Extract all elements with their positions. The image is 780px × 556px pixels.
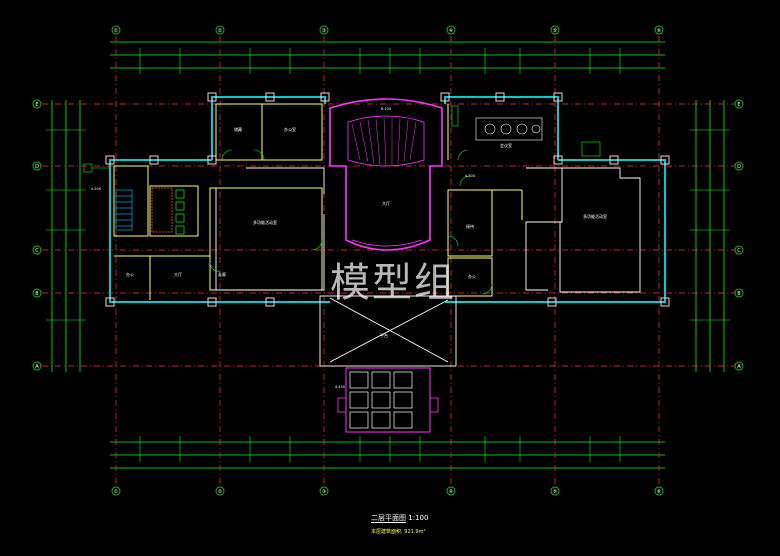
axis-row-c-right: C [737,248,741,254]
axis-row-b-right: B [737,291,741,297]
axis-labels: ① ② ③ ④ ⑤ ⑥ ① ② ③ ④ ⑤ ⑥ E D C B A E D C … [35,28,741,495]
room-corridor: 走廊 [218,271,226,277]
axis-row-a: A [35,364,39,370]
axis-row-b: B [35,291,39,297]
axis-row-e-right: E [737,102,740,108]
axis-col-3: ③ [322,28,326,34]
doors [209,149,493,295]
axis-col-4-bottom: ④ [449,489,454,495]
room-office-top: 办公室 [284,126,296,132]
axis-grid [42,36,735,485]
axis-col-3-bottom: ③ [322,489,326,495]
axis-col-2-bottom: ② [218,489,223,495]
watermark: 模型组 [330,260,456,306]
toilet-fixtures [151,187,173,233]
axis-row-a-right: A [737,364,741,370]
level-right: 4.500 [465,174,476,178]
drawing-scale: 1:100 [408,514,429,522]
room-meeting: 会议室 [500,142,512,148]
axis-row-d: D [35,164,39,170]
room-multi-right: 多功能活动室 [583,213,607,219]
axis-col-5-bottom: ⑤ [553,489,557,495]
room-hall: 大厅 [382,200,390,206]
stair-hall [329,98,443,251]
axis-row-c: C [35,248,39,254]
meeting-furniture [475,117,543,141]
partition-outlines [215,167,641,367]
room-platform: 平台 [380,332,388,338]
level-platform: 4.450 [335,385,346,389]
sanitary-fixtures [175,189,185,235]
entrance-platform [337,367,439,433]
left-stair [115,189,133,231]
room-storage: 储藏 [234,126,242,132]
interior-walls [113,103,523,300]
axis-bubbles [32,25,744,496]
axis-col-2: ② [218,28,223,34]
room-multi-left: 多功能活动室 [253,219,277,225]
stair-treads [351,117,417,167]
level-left: 4.500 [91,187,102,191]
dimension-lines [46,41,730,469]
room-reception: 接待 [466,223,474,229]
room-office-left: 办公 [126,271,134,277]
room-labels: 储藏 办公室 大厅 会议室 接待 多功能活动室 办公 大厅 多功能活动室 走廊 … [126,126,607,338]
detail-marks [83,105,601,173]
drawing-title: 二层平面图 [371,514,406,523]
level-stair-top: 8.100 [381,107,392,111]
room-office-right: 办公 [468,273,476,279]
axis-col-1-bottom: ① [114,489,119,495]
axis-col-5: ⑤ [553,28,557,34]
axis-col-6-bottom: ⑥ [657,489,662,495]
drawing-title-block: 二层平面图 1:100 [371,513,428,523]
axis-col-1: ① [114,28,119,34]
area-note: 本层建筑面积: 921.9m² [371,529,426,535]
axis-col-4: ④ [449,28,454,34]
columns [105,92,670,307]
level-marks: 8.100 4.500 4.500 4.450 [91,107,476,389]
axis-row-e: E [35,102,38,108]
room-lobby-left: 大厅 [174,271,182,277]
exterior-walls [109,96,666,303]
axis-col-6: ⑥ [657,28,662,34]
axis-row-d-right: D [737,164,741,170]
